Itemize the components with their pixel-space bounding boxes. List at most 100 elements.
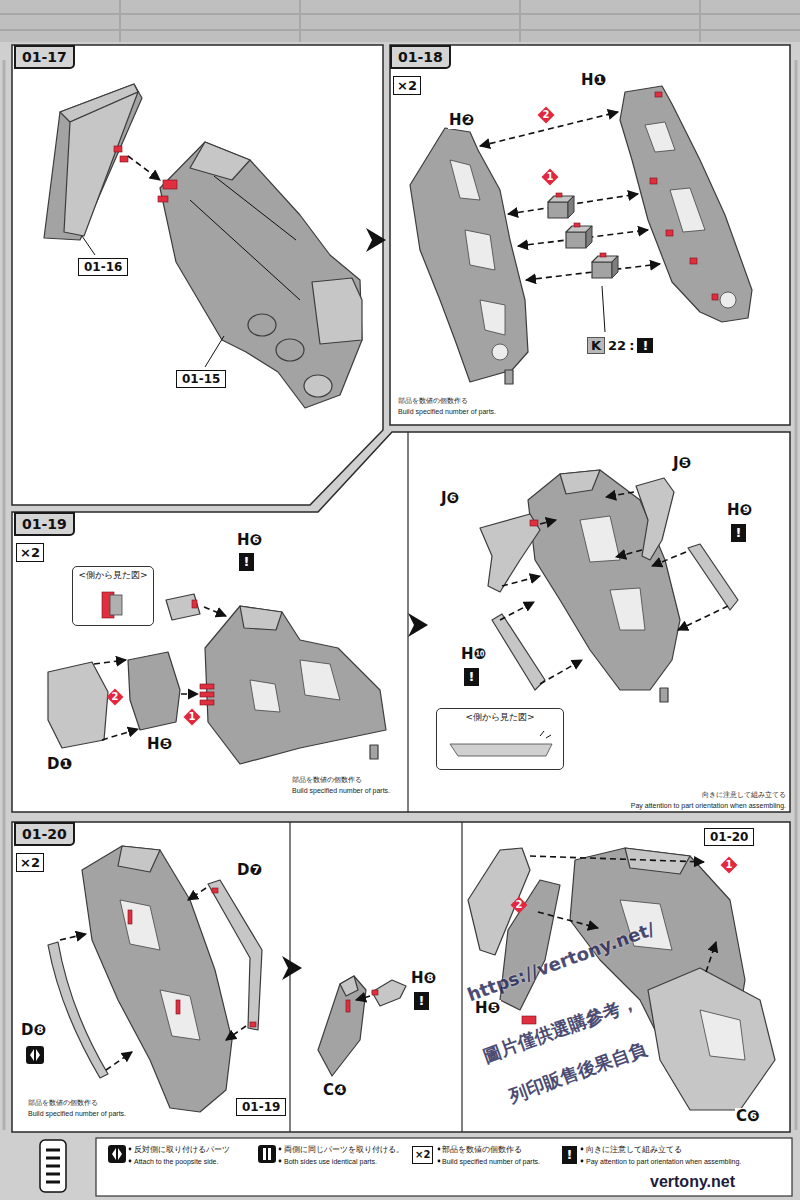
part-drawing bbox=[548, 202, 568, 218]
part-label: C❻ bbox=[735, 1108, 761, 1125]
part-drawing bbox=[248, 314, 276, 336]
caution-mark: ! bbox=[414, 992, 429, 1010]
part-drawing bbox=[492, 344, 508, 360]
part-drawing bbox=[120, 156, 128, 162]
part-drawing bbox=[666, 230, 673, 236]
step-diamond: 2 bbox=[537, 106, 555, 124]
step-panel bbox=[461, 822, 462, 1132]
part-drawing bbox=[690, 258, 697, 264]
part-drawing bbox=[606, 492, 634, 497]
part-callout: 01-19 bbox=[236, 1098, 286, 1116]
node-text: K bbox=[587, 337, 605, 354]
part-drawing bbox=[176, 1000, 180, 1014]
part-drawing bbox=[30, 1049, 34, 1061]
node-text: 01-17 bbox=[22, 49, 67, 65]
note-text: Build specified number of parts. bbox=[398, 407, 496, 417]
symbol-key-bar bbox=[40, 1140, 66, 1192]
part-label: H❻ bbox=[236, 532, 263, 549]
symbol-key-bar bbox=[112, 1148, 116, 1160]
part-drawing bbox=[26, 1046, 44, 1064]
part-drawing bbox=[64, 92, 138, 236]
part-drawing bbox=[650, 178, 657, 184]
node-text: ×2 bbox=[20, 545, 40, 560]
part-callout: 01-15 bbox=[176, 370, 226, 388]
flow-chevron bbox=[408, 613, 428, 637]
part-drawing bbox=[110, 595, 122, 615]
part-drawing bbox=[492, 614, 545, 690]
part-drawing bbox=[60, 934, 86, 940]
part-drawing bbox=[82, 236, 95, 255]
part-drawing bbox=[128, 910, 132, 924]
part-drawing bbox=[205, 336, 224, 367]
side-view-box: <側から見た図> bbox=[72, 566, 154, 626]
part-drawing bbox=[620, 86, 752, 322]
part-drawing bbox=[602, 286, 605, 332]
symbol-key-bar bbox=[258, 1145, 276, 1163]
part-drawing bbox=[372, 980, 406, 1006]
part-drawing bbox=[118, 846, 160, 872]
part-drawing bbox=[540, 731, 551, 738]
part-drawing bbox=[106, 1052, 132, 1070]
part-callout: 01-20 bbox=[704, 828, 754, 846]
node-text: : bbox=[629, 338, 634, 353]
note-text: 部品を数値の個数作る bbox=[398, 396, 468, 406]
part-drawing bbox=[240, 606, 282, 630]
symbol-key-bar bbox=[108, 1145, 126, 1163]
part-label: J❺ bbox=[672, 455, 692, 472]
quantity-box: ×2 bbox=[16, 543, 44, 562]
part-label: H❺ bbox=[146, 736, 173, 753]
node-text: 01-16 bbox=[84, 260, 122, 274]
part-drawing bbox=[340, 976, 358, 996]
part-drawing bbox=[128, 156, 160, 180]
step-panel bbox=[12, 45, 790, 1132]
part-label: D❽ bbox=[20, 1022, 47, 1039]
flow-chevron bbox=[366, 228, 386, 252]
symbol-key-bar bbox=[129, 1148, 132, 1151]
symbol-key-text: Pay attention to part orientation when a… bbox=[586, 1157, 741, 1167]
node-text: 01-15 bbox=[182, 372, 220, 386]
symbol-key-bar bbox=[118, 1148, 122, 1160]
part-drawing bbox=[190, 176, 300, 300]
part-drawing bbox=[670, 188, 705, 232]
symbol-key-bar bbox=[268, 1148, 271, 1160]
symbol-key-bar bbox=[279, 1160, 282, 1163]
node-text: ×2 bbox=[397, 78, 417, 93]
part-label: C❹ bbox=[322, 1082, 348, 1099]
part-label: H❶ bbox=[580, 72, 607, 89]
part-drawing bbox=[158, 196, 168, 202]
part-drawing bbox=[645, 122, 675, 152]
note-text: Build specified number of parts. bbox=[28, 1109, 126, 1119]
part-drawing bbox=[36, 1049, 40, 1061]
step-panel bbox=[12, 822, 790, 1132]
part-drawing bbox=[346, 1000, 350, 1012]
part-drawing bbox=[204, 607, 226, 616]
part-drawing bbox=[44, 84, 362, 408]
part-drawing bbox=[192, 600, 197, 608]
step-number: 01-20 bbox=[14, 822, 75, 846]
part-drawing bbox=[212, 888, 218, 893]
part-drawing bbox=[163, 180, 177, 189]
symbol-key-text: Attach to the poopsite side. bbox=[134, 1157, 218, 1167]
part-drawing bbox=[580, 516, 620, 562]
symbol-key-bar bbox=[96, 1138, 792, 1196]
part-drawing bbox=[480, 514, 540, 592]
symbol-key-bar bbox=[581, 1148, 584, 1151]
step-diamond: 2 bbox=[106, 688, 124, 706]
part-drawing bbox=[190, 142, 250, 180]
part-reference: K22:! bbox=[586, 336, 654, 355]
part-drawing bbox=[44, 84, 142, 240]
part-label: D❶ bbox=[46, 756, 73, 773]
symbol-key-bar bbox=[581, 1160, 584, 1163]
part-drawing bbox=[560, 470, 600, 494]
step-diamond: 1 bbox=[541, 168, 559, 186]
part-drawing bbox=[372, 990, 378, 995]
node-text: ! bbox=[637, 338, 653, 353]
part-drawing bbox=[356, 996, 370, 1000]
part-drawing bbox=[450, 160, 480, 200]
part-drawing bbox=[556, 193, 562, 197]
symbol-key-text: Both sides use identical parts. bbox=[284, 1157, 377, 1167]
step-panel bbox=[12, 432, 790, 812]
part-drawing bbox=[450, 470, 738, 756]
part-drawing bbox=[450, 744, 552, 756]
